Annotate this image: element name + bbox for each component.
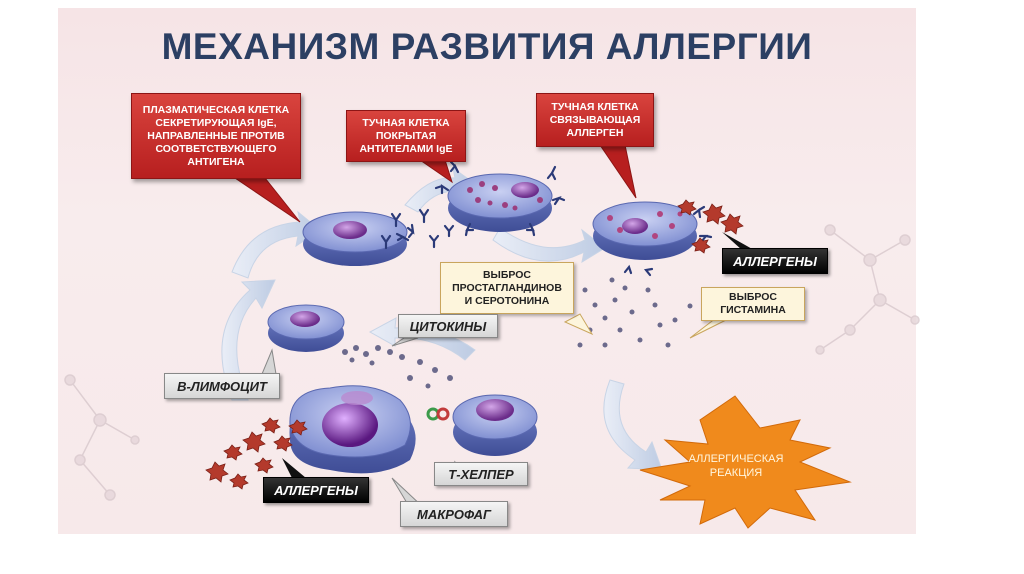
mediator-dots (342, 277, 693, 389)
label-t-helper: Т-ХЕЛПЕР (434, 462, 528, 486)
label-histamine: ВЫБРОС ГИСТАМИНА (701, 287, 805, 321)
ige-antibodies (380, 208, 455, 250)
label-allergens-top: АЛЛЕРГЕНЫ (722, 248, 828, 274)
page-title: МЕХАНИЗМ РАЗВИТИЯ АЛЛЕРГИИ (161, 26, 813, 67)
label-cytokines: ЦИТОКИНЫ (398, 314, 498, 338)
synapse (426, 407, 450, 421)
callout-mast-cell-binding: ТУЧНАЯ КЛЕТКА СВЯЗЫВАЮЩАЯ АЛЛЕРГЕН (536, 93, 654, 147)
mast-cell-coated (434, 160, 566, 237)
arrow-mast-to-mast (492, 227, 606, 264)
arrow-histamine-to-reaction (603, 379, 663, 471)
arrow-macrophage-to-blymph (221, 279, 276, 401)
label-macrophage: МАКРОФАГ (400, 501, 508, 527)
callout-mast-cell-coated: ТУЧНАЯ КЛЕТКА ПОКРЫТАЯ АНТИТЕЛАМИ IgE (346, 110, 466, 162)
macrophage-cell (289, 385, 416, 474)
b-lymphocyte-cell (267, 304, 345, 352)
plasma-cell (302, 211, 408, 266)
label-allergic-reaction: АЛЛЕРГИЧЕСКАЯ РЕАКЦИЯ (688, 453, 784, 479)
t-helper-cell (452, 394, 538, 456)
callout-plasma-cell: ПЛАЗМАТИЧЕСКАЯ КЛЕТКА СЕКРЕТИРУЮЩАЯ IgE,… (131, 93, 301, 179)
label-allergens-bottom: АЛЛЕРГЕНЫ (263, 477, 369, 503)
allergen-particles (205, 199, 744, 490)
molecule-decoration (64, 224, 920, 501)
label-prostaglandins: ВЫБРОС ПРОСТАГЛАНДИНОВ И СЕРОТОНИНА (440, 262, 574, 314)
allergic-reaction-burst (639, 395, 852, 529)
label-b-lymphocyte: В-ЛИМФОЦИТ (164, 373, 280, 399)
mast-cell-binding (592, 201, 713, 277)
